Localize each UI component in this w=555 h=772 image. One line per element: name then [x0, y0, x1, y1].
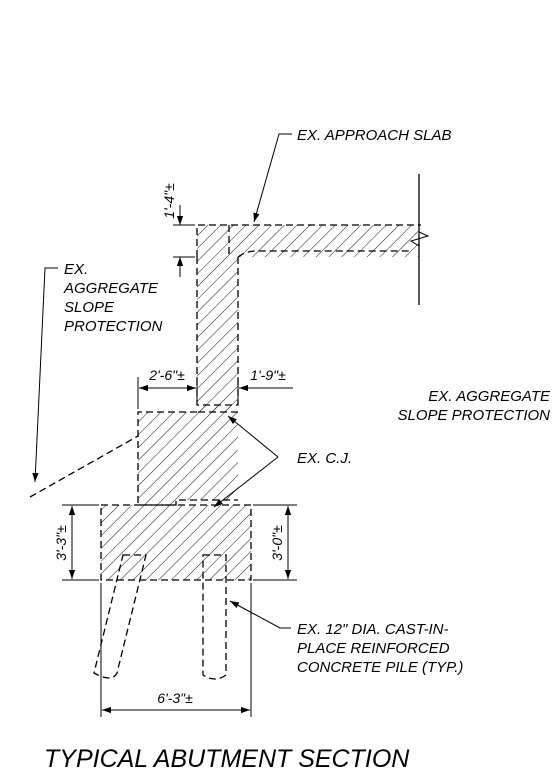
right-slope-label-line1: EX. AGGREGATE [428, 388, 551, 405]
drawing-title: TYPICAL ABUTMENT SECTION [44, 745, 410, 772]
cj-leader-lower [213, 456, 279, 508]
pile-leader [229, 600, 291, 629]
footing-left-height-dim-text: 3'-3"± [53, 525, 69, 561]
left-slope-label-line3: SLOPE [64, 299, 115, 316]
left-slope-line [29, 435, 139, 498]
footing [100, 504, 252, 581]
approach-slab-label: EX. APPROACH SLAB [297, 127, 452, 144]
cj-leader-upper [227, 415, 279, 458]
dim-footing-right-height [253, 504, 297, 581]
pile-label-line3: CONCRETE PILE (TYP.) [297, 659, 463, 676]
left-slope-label-line1: EX. [64, 261, 88, 278]
approach-slab-leader [253, 133, 292, 223]
pile-label-line1: EX. 12" DIA. CAST-IN- [297, 621, 448, 638]
abutment-seat [137, 405, 238, 506]
footing-right-height-dim-text: 3'-0"± [269, 525, 285, 561]
right-slope-label-line2: SLOPE PROTECTION [397, 407, 550, 424]
approach-slab [196, 224, 430, 258]
cj-label: EX. C.J. [297, 450, 352, 467]
pile-label-line2: PLACE REINFORCED [297, 640, 450, 657]
dim-stem-offsets [137, 377, 293, 409]
pile-battered [93, 554, 147, 679]
slab-thickness-dim-text: 1'-4"± [161, 183, 177, 219]
left-slope-label-line2: AGGREGATE [63, 280, 159, 297]
dim-footing-left-height [62, 504, 99, 581]
dim-slab-thickness [173, 205, 195, 277]
left-slope-leader [32, 267, 58, 483]
abutment-stem [196, 257, 239, 412]
dim-footing-width [100, 583, 252, 717]
right-offset-dim-text: 1'-9"± [250, 367, 286, 383]
pile-vertical [202, 554, 227, 680]
left-slope-label-line4: PROTECTION [64, 318, 163, 335]
footing-width-dim-text: 6'-3"± [157, 690, 193, 706]
left-offset-dim-text: 2'-6"± [148, 367, 185, 383]
